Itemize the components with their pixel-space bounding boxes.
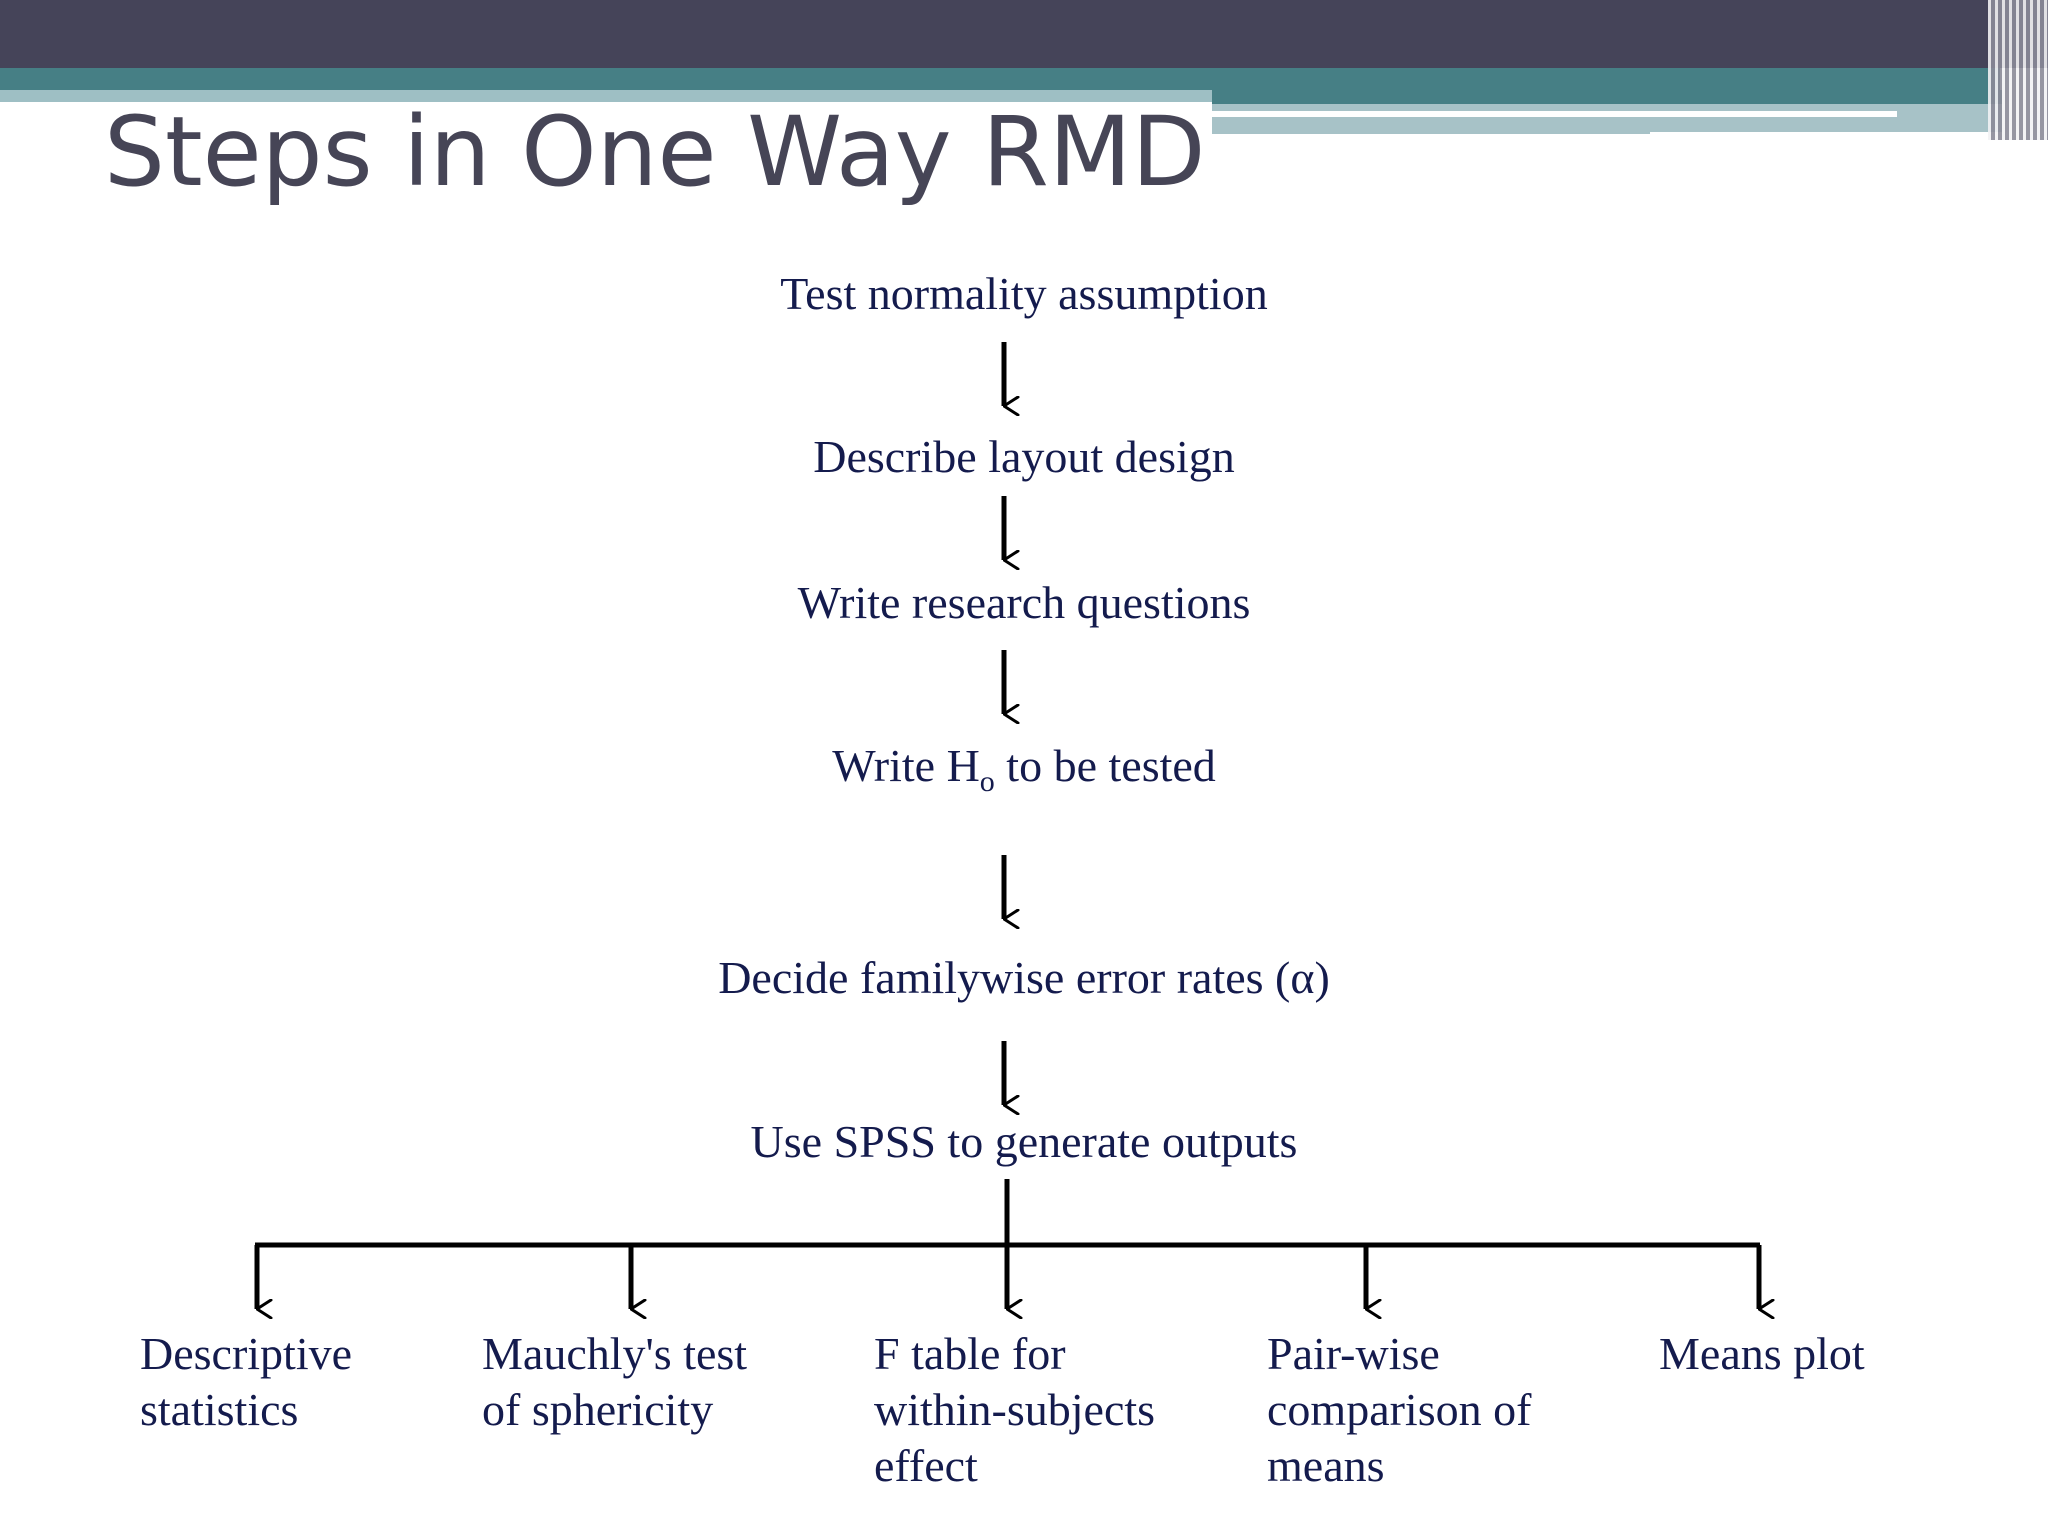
step-describe-layout: Describe layout design (813, 431, 1235, 482)
step-research-questions: Write research questions (797, 577, 1251, 628)
step-test-normality: Test normality assumption (780, 268, 1268, 319)
step-spss-outputs: Use SPSS to generate outputs (750, 1116, 1298, 1167)
step-write-hypothesis-suffix: to be tested (994, 740, 1216, 791)
header-band-teal (0, 68, 2000, 90)
step-familywise-error: Decide familywise error rates (α) (718, 952, 1330, 1003)
output-descriptive-statistics: Descriptive statistics (140, 1328, 353, 1435)
output-means-plot: Means plot (1659, 1328, 1865, 1379)
header-band-white-line (1212, 111, 1897, 117)
header-band-dark (0, 0, 2048, 68)
header-band-white-step (1650, 132, 2010, 138)
output-f-table: F table for within-subjects effect (874, 1328, 1156, 1491)
step-write-hypothesis-subscript: o (979, 765, 995, 798)
slide-title: Steps in One Way RMD (104, 96, 1206, 208)
output-mauchly-test: Mauchly's test of sphericity (482, 1328, 748, 1435)
step-write-hypothesis-prefix: Write H (832, 740, 980, 791)
header-stripes (1988, 0, 2048, 140)
header-band-light-right (1212, 104, 2002, 134)
header-band-teal-right (1212, 90, 2002, 104)
header-band-light-left (0, 90, 1212, 102)
output-pairwise-comparison: Pair-wise comparison of means (1267, 1328, 1532, 1491)
step-write-hypothesis: Write Ho to be tested (0, 743, 2048, 797)
